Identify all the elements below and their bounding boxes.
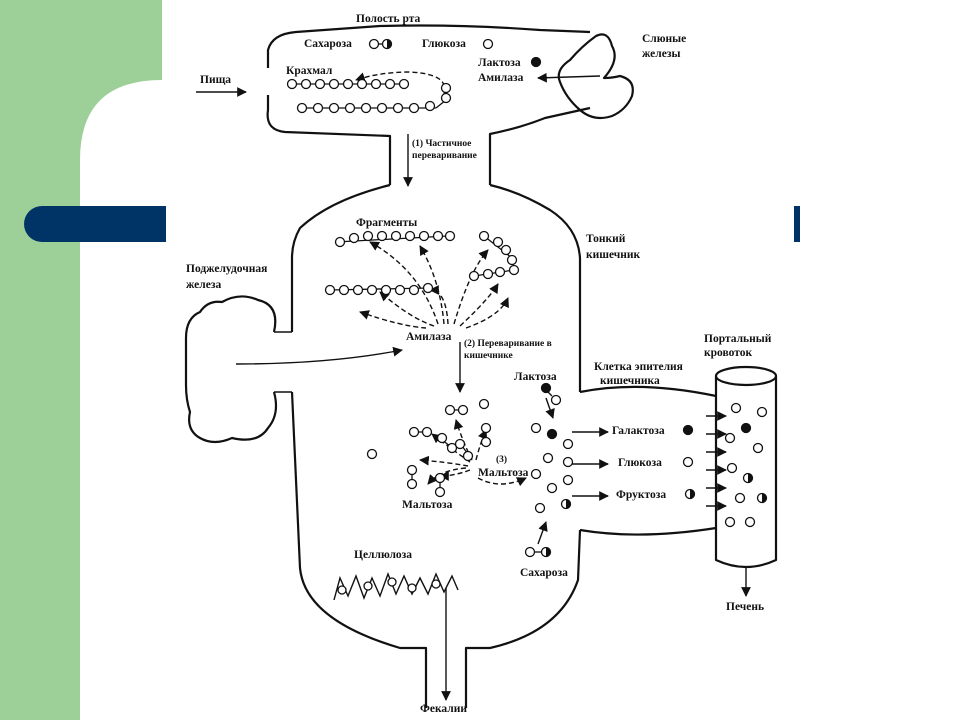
label-glucose: Глюкоза <box>422 38 466 50</box>
label-sucrose-intestine: Сахароза <box>520 567 568 579</box>
label-amylase: Амилаза <box>478 72 524 84</box>
diagram-background <box>166 0 794 720</box>
glucose-molecule <box>482 38 494 50</box>
lactose-arrow <box>545 397 555 419</box>
label-pancreas-2: железа <box>186 279 221 291</box>
blood-molecules <box>724 402 768 528</box>
label-maltose: Мальтоза <box>478 467 529 479</box>
label-lactose: Лактоза <box>478 57 521 69</box>
label-liver: Печень <box>726 601 764 613</box>
pancreas-shape <box>184 295 278 444</box>
label-glucose-product: Глюкоза <box>618 457 662 469</box>
label-salivary-glands-2: железы <box>642 48 680 60</box>
monosaccharides <box>524 382 574 558</box>
label-galactose: Галактоза <box>612 425 665 437</box>
fragment-chain-2 <box>324 282 434 296</box>
maltose-cluster <box>366 398 492 498</box>
label-amylase-intestine: Амилаза <box>406 331 452 343</box>
label-sucrose: Сахароза <box>304 38 352 50</box>
glucose-molecule <box>368 38 380 50</box>
starch-chain-2 <box>296 82 452 114</box>
label-fragments: Фрагменты <box>356 217 417 229</box>
galactose-symbol <box>682 424 694 436</box>
absorption-arrows <box>706 411 727 511</box>
glucose-symbol <box>682 456 694 468</box>
starch-chain-1 <box>286 78 410 90</box>
fragment-chain-1 <box>334 230 456 248</box>
label-step1-2: переваривание <box>412 151 477 161</box>
label-step2-2: кишечнике <box>464 351 513 361</box>
label-pancreas-1: Поджелудочная <box>186 263 267 275</box>
label-feces: Фекалии <box>420 703 467 715</box>
green-bar-top <box>80 0 162 80</box>
sucrose-arrow <box>537 521 548 545</box>
salivary-gland-shape <box>557 33 634 120</box>
cellulose-chain <box>333 572 459 601</box>
green-bar <box>0 0 80 720</box>
portal-vein <box>714 365 778 569</box>
label-starch: Крахмал <box>286 65 333 77</box>
label-step2-1: (2) Переваривание в <box>464 338 552 349</box>
label-lactose-intestine: Лактоза <box>514 371 557 383</box>
label-epithelial-cell-1: Клетка эпителия <box>594 361 683 373</box>
molecules <box>286 38 768 601</box>
navy-bar-left <box>24 206 186 242</box>
portal-vein-body <box>714 376 778 569</box>
label-cellulose: Целлюлоза <box>354 549 412 561</box>
label-step3: (3) <box>496 454 507 465</box>
label-portal-blood-1: Портальный <box>704 333 772 345</box>
intestine-outline <box>290 183 582 708</box>
label-salivary-glands-1: Слюные <box>642 33 686 45</box>
label-fructose: Фруктоза <box>616 489 666 501</box>
label-food: Пища <box>200 74 231 86</box>
salivary-arrow <box>537 72 601 83</box>
pancreas-amylase-arrow <box>235 346 403 365</box>
fragment-chain-4 <box>468 264 520 282</box>
fragment-chain-3 <box>478 230 518 266</box>
label-portal-blood-2: кровоток <box>704 347 752 359</box>
label-maltose-2: Мальтоза <box>402 499 453 511</box>
galactose-molecule <box>530 56 542 68</box>
label-mouth: Полость рта <box>356 13 420 25</box>
mouth-outline <box>266 24 591 185</box>
label-step1-1: (1) Частичное <box>412 138 471 149</box>
label-small-intestine-1: Тонкий <box>586 233 626 245</box>
green-bar-corner <box>80 80 162 160</box>
label-epithelial-cell-2: кишечника <box>600 375 660 387</box>
label-small-intestine-2: кишечник <box>586 249 641 261</box>
epithelial-cell-outline <box>579 385 717 536</box>
